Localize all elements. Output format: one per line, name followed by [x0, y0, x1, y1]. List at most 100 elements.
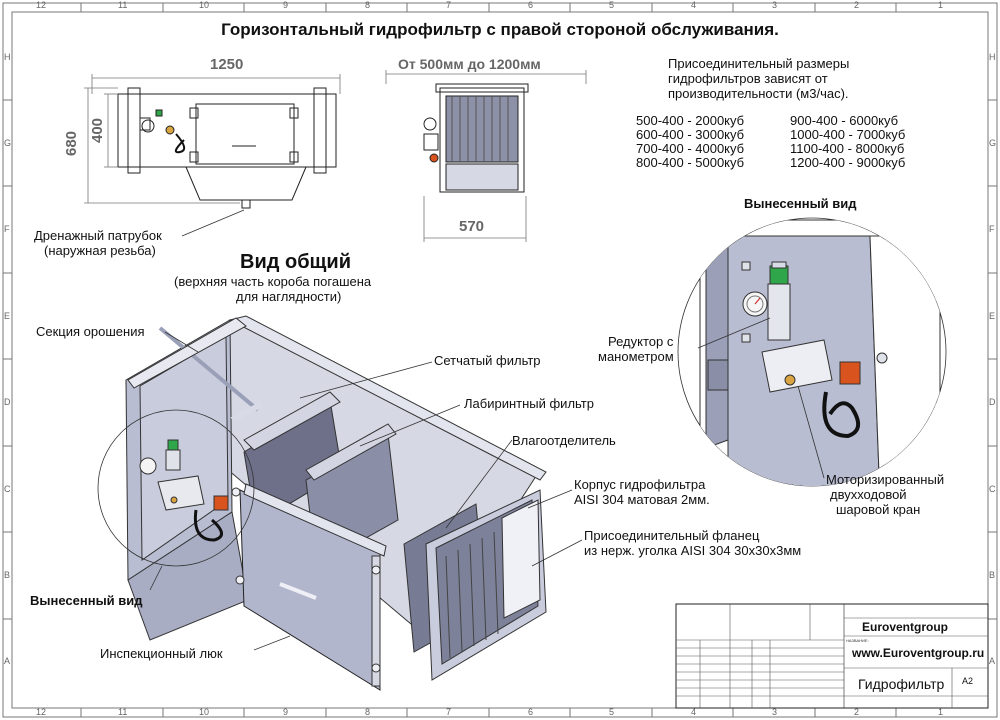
detail-view-label-right: Вынесенный вид [744, 196, 857, 211]
ruler-label: 10 [199, 0, 210, 10]
ruler-label: 3 [772, 0, 778, 10]
ruler-label: H [989, 52, 996, 62]
general-view-subtitle: (верхняя часть короба погашена [174, 274, 372, 289]
top-view-drawing [117, 87, 337, 209]
ruler-label: C [4, 484, 11, 494]
size-list-left: 500-400 - 2000куб 600-400 - 3000куб 700-… [636, 114, 744, 170]
ruler-label: D [989, 397, 996, 407]
valve-label-3: шаровой кран [836, 502, 921, 517]
note-line: производительности (м3/час). [668, 86, 849, 101]
ruler-label: 5 [609, 707, 615, 717]
dim-width: 570 [459, 218, 485, 235]
ruler-label: B [989, 570, 996, 580]
isometric-view [125, 315, 547, 691]
ruler-label: 11 [118, 0, 128, 10]
ruler-label: 11 [118, 707, 128, 717]
ruler-label: G [989, 138, 997, 148]
ruler-label: 1 [938, 0, 944, 10]
ruler-label: 7 [446, 707, 452, 717]
connection-size-note: Присоединительный размеры гидрофильтров … [668, 56, 849, 101]
product-name: Гидрофильтр [858, 676, 945, 692]
note-line: гидрофильтров зависят от [668, 71, 828, 86]
reducer-label: Редуктор с [608, 334, 674, 349]
separator-label: Влагоотделитель [512, 433, 616, 448]
flange-material-label: из нерж. уголка AISI 304 30х30х3мм [584, 543, 802, 558]
ruler-label: 12 [36, 0, 47, 10]
dim-range: От 500мм до 1200мм [398, 56, 541, 72]
ruler-label: 8 [365, 707, 371, 717]
ruler-label: 9 [283, 707, 289, 717]
detail-circle [97, 409, 255, 567]
side-view-drawing [423, 83, 529, 193]
ruler-label: 2 [854, 0, 860, 10]
dim-length: 1250 [210, 56, 244, 73]
size-item: 900-400 - 6000куб [790, 113, 899, 128]
ruler-label: A [989, 656, 996, 666]
ruler-label: 6 [528, 0, 534, 10]
ruler-label: F [4, 224, 10, 234]
size-item: 600-400 - 3000куб [636, 127, 745, 142]
reducer-label-2: манометром [598, 349, 674, 364]
side-view-dimensions [385, 70, 587, 242]
ruler-label: F [989, 224, 995, 234]
ruler-label: 4 [691, 0, 697, 10]
body-material-label: AISI 304 матовая 2мм. [574, 492, 710, 507]
name-field-label: НАЗВАНИЕ: [846, 638, 869, 643]
general-view-title: Вид общий [240, 251, 352, 273]
ruler-label: 2 [854, 707, 860, 717]
size-list-right: 900-400 - 6000куб 1000-400 - 7000куб 110… [790, 114, 905, 170]
size-item: 1000-400 - 7000куб [790, 127, 906, 142]
ruler-label: 4 [691, 707, 697, 717]
detail-view-label-left: Вынесенный вид [30, 593, 143, 608]
detail-view [677, 217, 947, 487]
labyrinth-filter-label: Лабиринтный фильтр [464, 396, 594, 411]
dim-height-inner: 400 [89, 117, 107, 144]
drain-label-2: (наружная резьба) [44, 243, 156, 258]
ruler-label: 7 [446, 0, 452, 10]
ruler-label: 12 [36, 707, 47, 717]
size-item: 1200-400 - 9000куб [790, 155, 906, 170]
note-line: Присоединительный размеры [668, 56, 850, 71]
general-view-subtitle-2: для наглядности) [236, 289, 342, 304]
sheet-format: A2 [962, 676, 974, 686]
sheet-title: Горизонтальный гидрофильтр с правой стор… [221, 20, 779, 39]
drain-label: Дренажный патрубок [34, 228, 162, 243]
ruler-label: G [4, 138, 12, 148]
ruler-label: H [4, 52, 11, 62]
valve-label-2: двухходовой [830, 487, 907, 502]
spray-section-label: Секция орошения [36, 324, 145, 339]
mesh-filter-label: Сетчатый фильтр [434, 353, 541, 368]
detail-leaders [697, 317, 825, 479]
ruler-label: D [4, 397, 11, 407]
size-item: 500-400 - 2000куб [636, 113, 745, 128]
size-item: 1100-400 - 8000куб [790, 141, 905, 156]
title-block-frame [675, 603, 989, 709]
ruler-label: E [4, 311, 11, 321]
ruler-label: 5 [609, 0, 615, 10]
ruler-label: 1 [938, 707, 944, 717]
ruler-label: E [989, 311, 996, 321]
ruler-label: B [4, 570, 11, 580]
top-view-dimensions [84, 74, 341, 204]
ruler-label: 6 [528, 707, 534, 717]
ruler-label: 8 [365, 0, 371, 10]
company-name: Euroventgroup [862, 620, 948, 634]
inspection-hatch-label: Инспекционный люк [100, 646, 223, 661]
ruler-label: C [989, 484, 996, 494]
ruler-label: 3 [772, 707, 778, 717]
ruler-label: 10 [199, 707, 210, 717]
dim-height-outer: 680 [63, 130, 81, 157]
ruler-label: A [4, 656, 11, 666]
drain-leader [181, 209, 245, 237]
body-label: Корпус гидрофильтра [574, 477, 706, 492]
flange-label: Присоединительный фланец [584, 528, 760, 543]
company-website: www.Euroventgroup.ru [852, 646, 985, 660]
size-item: 800-400 - 5000куб [636, 155, 745, 170]
isometric-leaders [164, 331, 583, 651]
size-item: 700-400 - 4000куб [636, 141, 745, 156]
valve-label: Моторизированный [826, 472, 945, 487]
ruler-label: 9 [283, 0, 289, 10]
